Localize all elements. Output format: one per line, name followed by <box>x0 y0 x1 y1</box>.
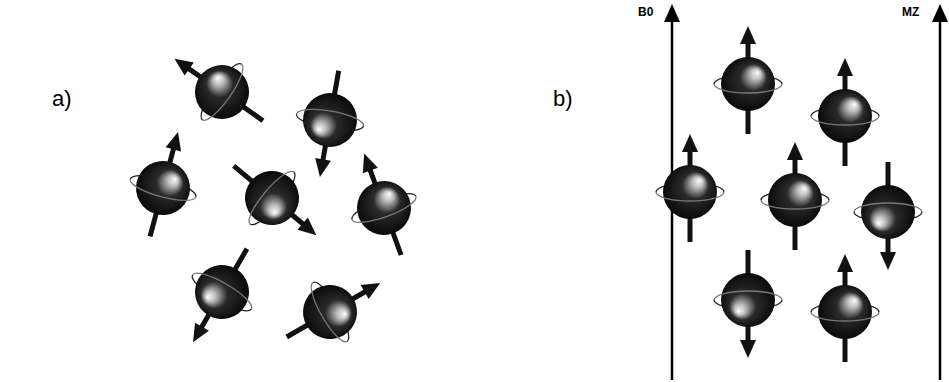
spin-nucleus <box>811 58 879 166</box>
panel-label: b) <box>553 88 573 110</box>
spin-nucleus <box>212 140 338 262</box>
spin-nucleus <box>155 31 282 149</box>
spin-nucleus <box>714 26 782 134</box>
panel-label: a) <box>52 88 72 110</box>
field-label: B0 <box>638 6 653 18</box>
spin-nucleus <box>811 254 879 362</box>
spin-nucleus <box>117 123 211 245</box>
magnetization-arrowhead <box>932 4 948 22</box>
field-arrowhead <box>664 4 680 22</box>
spin-nucleus <box>332 142 433 267</box>
spin-nucleus <box>854 162 922 270</box>
spin-nucleus <box>286 65 372 183</box>
spin-nucleus <box>761 142 829 250</box>
spin-nucleus <box>656 134 724 242</box>
spin-nucleus <box>270 254 398 367</box>
spin-nucleus <box>714 250 782 358</box>
magnetization-label: MZ <box>902 6 919 18</box>
magnetization-arrow <box>939 20 942 380</box>
spin-nucleus <box>164 232 277 360</box>
